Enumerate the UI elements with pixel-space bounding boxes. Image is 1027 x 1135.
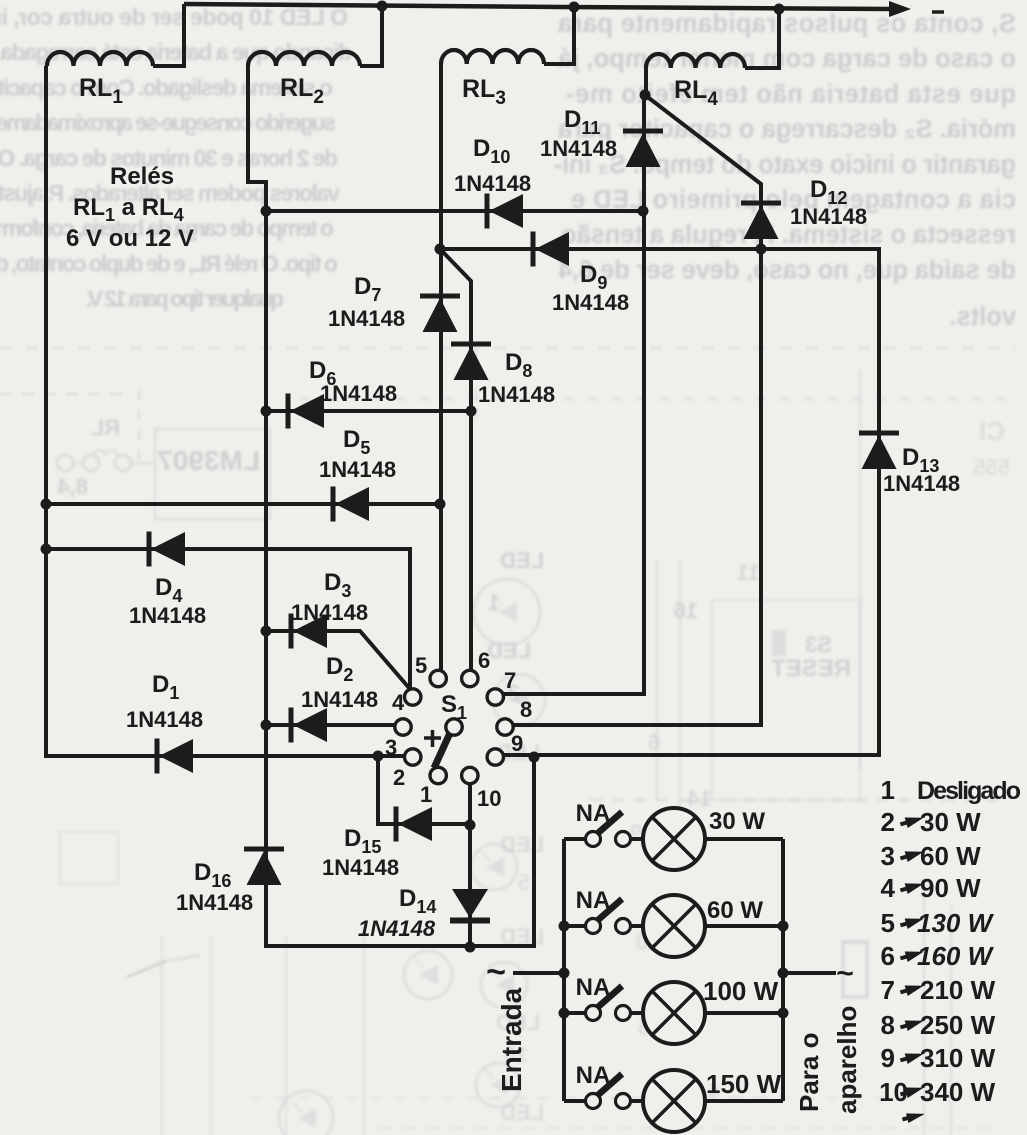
svg-text:LED: LED (500, 1100, 544, 1125)
svg-text:LED: LED (500, 548, 544, 573)
svg-text:10: 10 (504, 1042, 528, 1067)
svg-text:60 W: 60 W (707, 897, 763, 924)
svg-text:garantir o início exato do tem: garantir o início exato do tempo. S₃ ini… (554, 151, 1016, 179)
svg-text:1N4148: 1N4148 (320, 381, 397, 406)
svg-text:11: 11 (737, 560, 760, 585)
svg-text:3: 3 (881, 841, 895, 871)
svg-text:aparelho: aparelho (832, 1006, 862, 1114)
svg-text:5: 5 (518, 870, 530, 895)
svg-text:150 W: 150 W (706, 1069, 782, 1099)
svg-text:Para o: Para o (794, 1033, 824, 1113)
svg-text:340 W: 340 W (920, 1077, 996, 1107)
svg-text:1N4148: 1N4148 (552, 290, 629, 315)
svg-text:D16: D16 (194, 859, 231, 891)
svg-text:7: 7 (504, 668, 516, 693)
svg-text:o sistema desligado. Com o cap: o sistema desligado. Com o capacito (0, 74, 333, 100)
svg-text:8,4: 8,4 (57, 474, 88, 499)
svg-text:1N4148: 1N4148 (176, 890, 253, 915)
svg-text:8: 8 (881, 1010, 895, 1040)
svg-text:6: 6 (881, 941, 895, 971)
svg-text:NA: NA (576, 887, 611, 914)
svg-text:de saída que, no caso, deve se: de saída que, no caso, deve ser de 6,4 (557, 256, 1016, 284)
svg-text:1N4148: 1N4148 (540, 136, 617, 161)
svg-text:1N4148: 1N4148 (126, 707, 203, 732)
svg-text:6: 6 (648, 730, 660, 755)
svg-text:S3: S3 (805, 632, 832, 657)
svg-text:16: 16 (674, 598, 698, 623)
svg-text:1N4148: 1N4148 (322, 855, 399, 880)
svg-text:RESET: RESET (771, 655, 851, 682)
svg-text:1N4148: 1N4148 (319, 457, 396, 482)
svg-text:100 W: 100 W (703, 976, 779, 1006)
svg-text:6: 6 (478, 648, 490, 673)
svg-text:30 W: 30 W (709, 808, 765, 835)
svg-text:qualquer tipo para 12 V.: qualquer tipo para 12 V. (86, 286, 284, 312)
svg-text:3: 3 (385, 735, 397, 760)
svg-text:1N4148: 1N4148 (301, 687, 378, 712)
svg-text:5: 5 (415, 653, 427, 678)
svg-text:1N4148: 1N4148 (129, 603, 206, 628)
svg-text:LED: LED (496, 1010, 540, 1035)
svg-text:1N4148: 1N4148 (328, 306, 405, 331)
svg-text:NA: NA (576, 800, 611, 827)
svg-text:160 W: 160 W (917, 941, 995, 971)
svg-text:2: 2 (393, 765, 405, 790)
svg-text:CI: CI (979, 416, 1005, 446)
svg-text:4: 4 (881, 873, 896, 903)
svg-text:LED: LED (500, 832, 544, 857)
svg-text:LM3907: LM3907 (157, 445, 260, 476)
svg-text:1N4148: 1N4148 (358, 916, 436, 941)
svg-text:1N4148: 1N4148 (478, 382, 555, 407)
svg-text:6 V ou 12 V: 6 V ou 12 V (66, 225, 194, 252)
svg-text:250 W: 250 W (920, 1010, 996, 1040)
svg-text:LED: LED (487, 638, 531, 663)
svg-text:310 W: 310 W (920, 1043, 996, 1073)
svg-text:1: 1 (488, 590, 500, 615)
svg-text:1N4148: 1N4148 (790, 204, 867, 229)
svg-text:130 W: 130 W (917, 908, 995, 938)
svg-text:7: 7 (881, 975, 895, 1005)
svg-text:valores podem ser alterados. P: valores podem ser alterados. P. ajusta (0, 180, 340, 206)
svg-text:RL: RL (91, 415, 120, 440)
svg-text:sugerido consegue-se aproximad: sugerido consegue-se aproximadamen (0, 110, 336, 136)
svg-text:de 2 horas e 30 minutos de car: de 2 horas e 30 minutos de carga. Os (0, 145, 338, 171)
svg-text:5: 5 (881, 908, 895, 938)
svg-text:volts.: volts. (949, 303, 1016, 331)
svg-text:14: 14 (687, 786, 712, 811)
svg-text:2: 2 (881, 807, 895, 837)
svg-text:ressecta o sistema. P, regula: ressecta o sistema. P, regula a tensão (561, 221, 1016, 249)
svg-text:~: ~ (836, 957, 854, 990)
svg-text:RL1 a RL4: RL1 a RL4 (73, 194, 184, 225)
svg-text:o tempo de carga da bateria, c: o tempo de carga da bateria, conforme (0, 215, 334, 241)
svg-text:1N4148: 1N4148 (883, 471, 960, 496)
svg-text:Desligado: Desligado (917, 777, 1021, 805)
svg-text:o tipo. O relé RL, e de duplo: o tipo. O relé RL, e de duplo contato, d… (0, 250, 338, 276)
svg-text:D4: D4 (155, 574, 182, 606)
svg-text:30 W: 30 W (920, 807, 981, 837)
svg-text:que esta bateria não tem efeit: que esta bateria não tem efeito me- (566, 80, 1016, 108)
svg-text:O LED 10 pode ser de outra cor: O LED 10 pode ser de outra cor, in (0, 4, 348, 30)
svg-text:S, conta os pulsos rapidamente: S, conta os pulsos rapidamente para (557, 10, 1016, 38)
svg-text:1N4148: 1N4148 (291, 600, 368, 625)
svg-text:~: ~ (486, 953, 506, 991)
svg-text:1: 1 (881, 775, 895, 805)
svg-text:NA: NA (576, 1062, 611, 1089)
svg-text:90 W: 90 W (920, 873, 981, 903)
svg-text:10: 10 (477, 786, 501, 811)
svg-text:o caso de carga com menor temp: o caso de carga com menor tempo, já (557, 45, 1016, 73)
svg-text:Relés: Relés (110, 163, 174, 190)
svg-text:Entrada: Entrada (496, 987, 527, 1092)
svg-text:1N4148: 1N4148 (454, 171, 531, 196)
svg-text:4: 4 (392, 690, 405, 715)
svg-text:60 W: 60 W (920, 841, 981, 871)
svg-text:1: 1 (420, 782, 432, 807)
svg-text:210 W: 210 W (920, 975, 996, 1005)
svg-text:9: 9 (511, 731, 523, 756)
svg-text:9: 9 (881, 1043, 895, 1073)
svg-text:8: 8 (520, 697, 532, 722)
svg-text:NA: NA (576, 974, 611, 1001)
svg-text:555: 555 (973, 455, 1010, 480)
